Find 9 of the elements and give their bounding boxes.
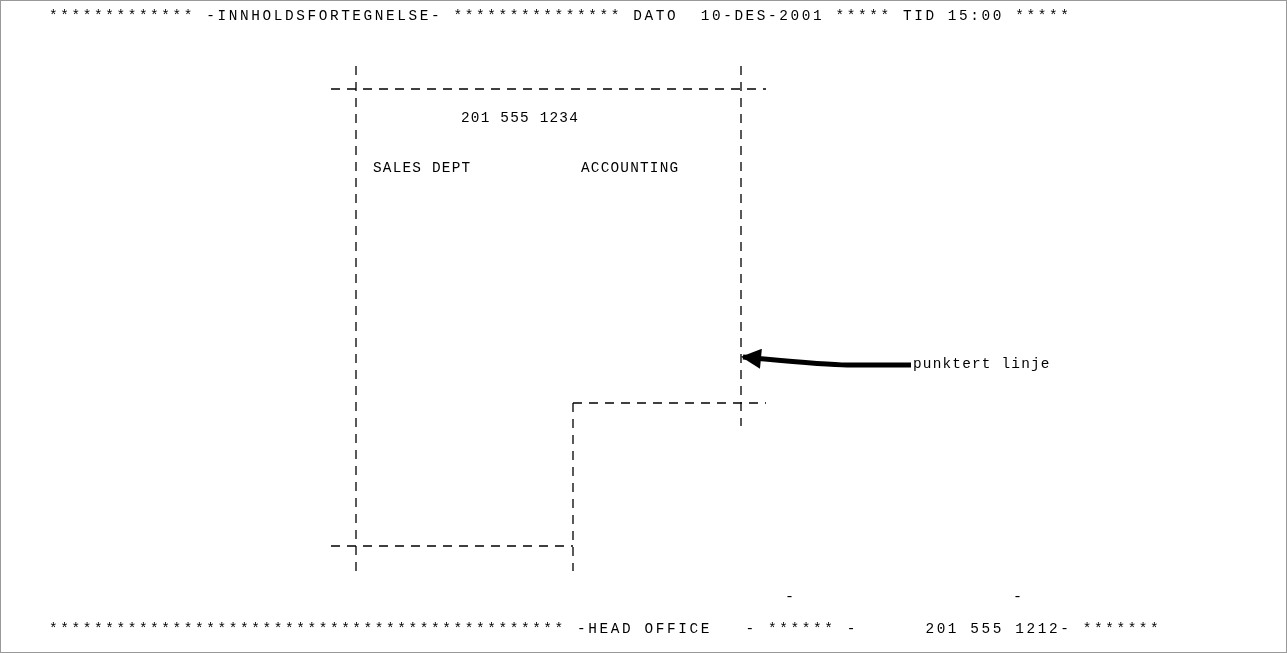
department-name: ACCOUNTING	[581, 159, 680, 177]
footer-line: ********************************************** -HEAD OFFICE - ****** - 201 555 1212- *******	[49, 620, 1162, 638]
department-name: SALES DEPT	[373, 159, 472, 177]
header-line: ************* -INNHOLDSFORTEGNELSE- *************** DATO 10-DES-2001 ***** TID 15:00 *****	[49, 7, 1072, 25]
dash-mark: -	[785, 589, 797, 607]
node-text: punktert linje	[913, 355, 1051, 373]
arrow	[741, 348, 911, 369]
phone-number: 201 555 1234	[461, 109, 580, 127]
dash-mark: -	[1013, 589, 1025, 607]
